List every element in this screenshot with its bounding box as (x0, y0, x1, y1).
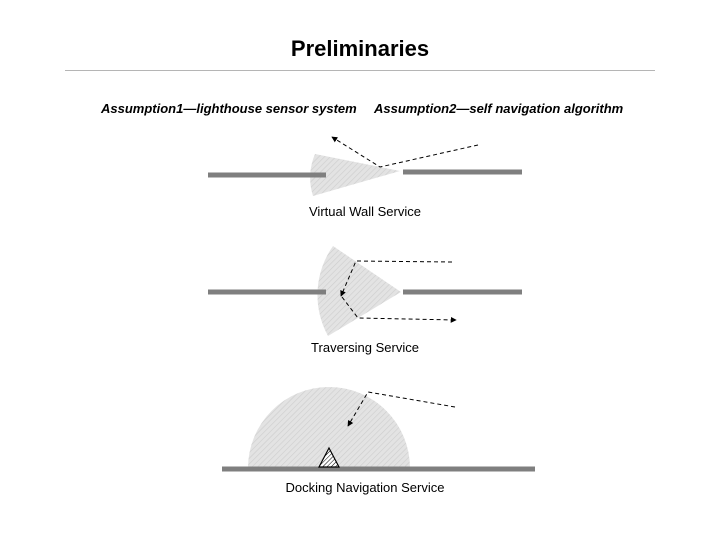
traversing-diagram (208, 246, 522, 336)
traversing-caption: Traversing Service (311, 340, 419, 355)
virtual-wall-robot-path (331, 136, 479, 168)
virtual-wall-beam (310, 154, 400, 196)
docking-beam (248, 387, 410, 468)
traversing-outgoing-path (341, 296, 457, 323)
title-divider (65, 70, 655, 71)
docking-station-icon (318, 446, 340, 468)
virtual-wall-caption: Virtual Wall Service (309, 204, 421, 219)
assumption-navigation-label: Assumption2—self navigation algorithm (374, 101, 624, 116)
docking-diagram (222, 387, 535, 472)
virtual-wall-diagram (208, 136, 522, 196)
slide-title: Preliminaries (290, 36, 430, 61)
docking-caption: Docking Navigation Service (285, 480, 445, 495)
docking-robot-path (347, 391, 456, 427)
traversing-beam (317, 246, 401, 336)
traversing-incoming-path (340, 260, 453, 297)
assumption-lighthouse-label: Assumption1—lighthouse sensor system (101, 101, 357, 116)
